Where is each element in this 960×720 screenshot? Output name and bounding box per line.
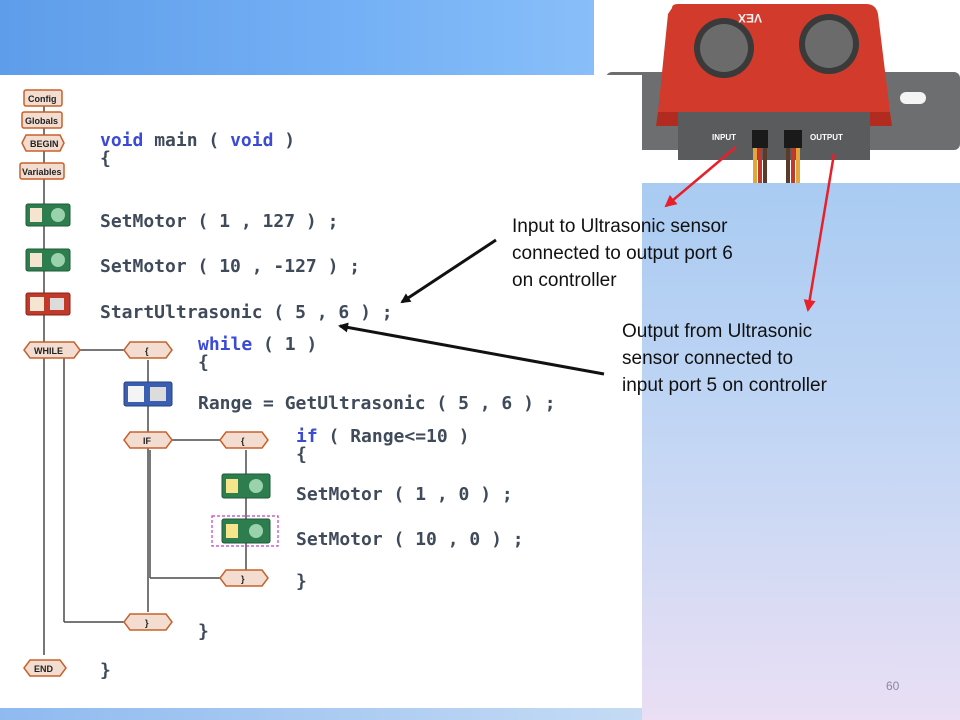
block-config[interactable]: Config bbox=[23, 89, 63, 107]
code-line-main: void main ( void ) bbox=[100, 130, 295, 151]
bottom-decor-band bbox=[0, 708, 642, 720]
block-if-close[interactable]: } bbox=[219, 569, 269, 587]
block-while-close[interactable]: } bbox=[123, 613, 173, 631]
code-line-start-ultrasonic: StartUltrasonic ( 5 , 6 ) ; bbox=[100, 302, 393, 323]
code-line-setmotor-3: SetMotor ( 1 , 0 ) ; bbox=[296, 484, 513, 505]
easyc-code-panel: Config Globals BEGIN Variables bbox=[0, 75, 642, 708]
code-line-brace-open: { bbox=[100, 148, 111, 169]
ultrasonic-sensor-photo: VEX INPUT OUTPUT bbox=[594, 0, 960, 183]
svg-text:IF: IF bbox=[143, 436, 152, 446]
block-setmotor-3[interactable] bbox=[221, 473, 271, 499]
svg-text:Globals: Globals bbox=[25, 116, 58, 126]
callout-input-text: Input to Ultrasonic sensor connected to … bbox=[512, 216, 733, 291]
svg-text:Config: Config bbox=[28, 94, 57, 104]
block-variables[interactable]: Variables bbox=[19, 162, 65, 180]
block-if[interactable]: IF bbox=[123, 431, 173, 449]
svg-text:}: } bbox=[145, 618, 149, 628]
code-line-setmotor-4: SetMotor ( 10 , 0 ) ; bbox=[296, 529, 524, 550]
svg-text:END: END bbox=[34, 664, 54, 674]
flowchart-and-code: Config Globals BEGIN Variables bbox=[19, 89, 556, 681]
code-line-if-close: } bbox=[296, 571, 307, 592]
code-line-setmotor-1: SetMotor ( 1 , 127 ) ; bbox=[100, 211, 338, 232]
sensor-output-label: OUTPUT bbox=[810, 133, 843, 142]
flowchart-connectors bbox=[43, 105, 247, 655]
input-connector bbox=[752, 130, 768, 148]
right-decor-pane bbox=[642, 183, 960, 720]
mount-slot bbox=[900, 92, 926, 104]
code-line-if: if ( Range<=10 ) bbox=[296, 426, 469, 447]
block-if-open[interactable]: { bbox=[219, 431, 269, 449]
top-decor-band bbox=[0, 0, 594, 75]
code-line-while: while ( 1 ) bbox=[198, 334, 317, 355]
block-end[interactable]: END bbox=[23, 659, 67, 677]
svg-text:{: { bbox=[241, 436, 245, 446]
block-setmotor-4[interactable] bbox=[211, 515, 279, 547]
block-setmotor-1[interactable] bbox=[25, 203, 71, 227]
block-get-ultrasonic[interactable] bbox=[123, 381, 173, 407]
svg-text:BEGIN: BEGIN bbox=[30, 139, 59, 149]
block-while[interactable]: WHILE bbox=[23, 341, 81, 359]
block-setmotor-2[interactable] bbox=[25, 248, 71, 272]
callout-output-text: Output from Ultrasonic sensor connected … bbox=[622, 321, 827, 396]
code-line-while-brace: { bbox=[198, 352, 209, 373]
sensor-brand-logo: VEX bbox=[738, 11, 762, 25]
svg-text:WHILE: WHILE bbox=[34, 346, 63, 356]
sensor-input-label: INPUT bbox=[712, 133, 736, 142]
ultrasonic-sensor-illustration: VEX INPUT OUTPUT bbox=[606, 4, 960, 183]
block-start-ultrasonic[interactable] bbox=[25, 292, 71, 316]
block-globals[interactable]: Globals bbox=[21, 111, 63, 129]
code-line-setmotor-2: SetMotor ( 10 , -127 ) ; bbox=[100, 256, 360, 277]
code-line-while-close: } bbox=[198, 621, 209, 642]
code-line-get-ultrasonic: Range = GetUltrasonic ( 5 , 6 ) ; bbox=[198, 393, 556, 414]
svg-text:}: } bbox=[241, 574, 245, 584]
svg-text:Variables: Variables bbox=[22, 167, 62, 177]
svg-text:{: { bbox=[145, 346, 149, 356]
page-number: 60 bbox=[886, 679, 900, 693]
block-begin[interactable]: BEGIN bbox=[21, 134, 65, 152]
block-while-open[interactable]: { bbox=[123, 341, 173, 359]
code-line-main-close: } bbox=[100, 660, 111, 681]
code-line-if-brace: { bbox=[296, 444, 307, 465]
output-connector bbox=[784, 130, 802, 148]
